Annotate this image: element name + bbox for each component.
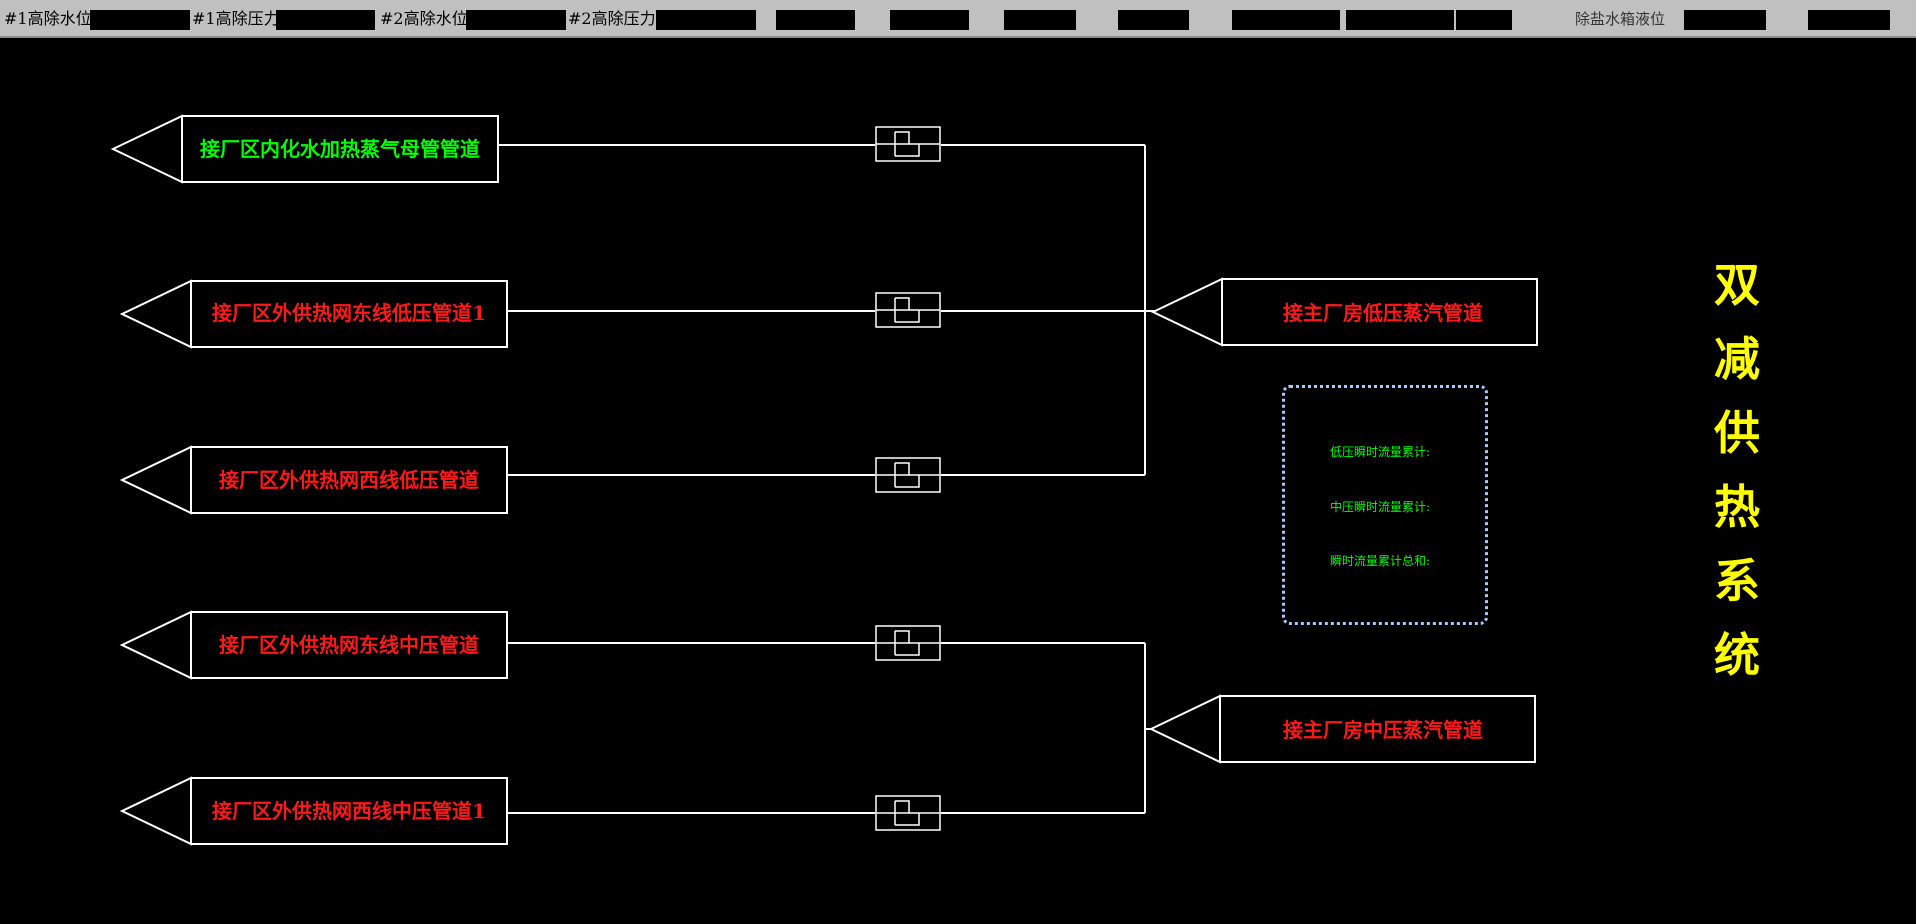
- system-title: 双 减 供 热 系 统: [1712, 248, 1762, 692]
- pipe-2-box: [190, 280, 508, 348]
- main-mid-label: 接主厂房中压蒸汽管道: [1283, 718, 1483, 742]
- pipe-1-box: [181, 115, 499, 183]
- valve-4: [875, 625, 941, 661]
- pipe-2-arrow: [119, 279, 192, 349]
- flow-totals-panel: 低压瞬时流量累计: 中压瞬时流量累计: 瞬时流量累计总和:: [1282, 385, 1488, 625]
- field-blank-5[interactable]: [1232, 10, 1340, 30]
- field-1-deaerator-pressure[interactable]: [276, 10, 375, 30]
- title-char: 供: [1714, 406, 1760, 460]
- main-low-arrow: [1150, 277, 1223, 347]
- field-blank-3[interactable]: [1004, 10, 1076, 30]
- main-mid-arrow: [1148, 694, 1221, 764]
- field-blank-6[interactable]: [1346, 10, 1454, 30]
- main-low-box: [1221, 278, 1538, 346]
- flow-sum-total-label: 瞬时流量累计总和:: [1330, 554, 1431, 568]
- mid-pressure-flow-total-label: 中压瞬时流量累计:: [1330, 500, 1431, 514]
- title-char: 双: [1714, 258, 1760, 312]
- title-char: 热: [1714, 480, 1760, 534]
- valve-3: [875, 457, 941, 493]
- title-char: 统: [1714, 628, 1760, 682]
- pipe-5-label: 接厂区外供热网西线中压管道1: [212, 799, 486, 823]
- field-blank-7[interactable]: [1456, 10, 1512, 30]
- pipe-1-arrow: [110, 114, 183, 184]
- label-demin-tank-level: 除盐水箱液位: [1575, 10, 1666, 28]
- pipe-4-label: 接厂区外供热网东线中压管道: [219, 633, 479, 657]
- top-status-bar: #1高除水位 #1高除压力 #2高除水位 #2高除压力 除盐水箱液位: [0, 0, 1916, 38]
- label-1-deaerator-pressure: #1高除压力: [192, 9, 280, 28]
- field-blank-4[interactable]: [1118, 10, 1189, 30]
- valve-5: [875, 795, 941, 831]
- field-blank-8[interactable]: [1808, 10, 1890, 30]
- pipe-2-label: 接厂区外供热网东线低压管道1: [212, 301, 486, 325]
- low-pressure-flow-total-label: 低压瞬时流量累计:: [1330, 445, 1431, 459]
- valve-1: [875, 126, 941, 162]
- pipe-1-label: 接厂区内化水加热蒸气母管管道: [200, 137, 480, 161]
- pipe-3-box: [190, 446, 508, 514]
- pipe-4-arrow: [119, 610, 192, 680]
- label-2-deaerator-pressure: #2高除压力: [568, 9, 656, 28]
- field-demin-tank-level[interactable]: [1684, 10, 1766, 30]
- field-2-deaerator-pressure[interactable]: [656, 10, 756, 30]
- pipe-3-label: 接厂区外供热网西线低压管道: [219, 468, 479, 492]
- field-blank-1[interactable]: [776, 10, 855, 30]
- main-low-label: 接主厂房低压蒸汽管道: [1283, 301, 1483, 325]
- pipe-5-box: [190, 777, 508, 845]
- pipe-3-arrow: [119, 445, 192, 515]
- pipe-4-box: [190, 611, 508, 679]
- pipe-5-arrow: [119, 776, 192, 846]
- field-blank-2[interactable]: [890, 10, 969, 30]
- title-char: 系: [1714, 554, 1760, 608]
- label-2-deaerator-water-level: #2高除水位: [380, 9, 468, 28]
- main-mid-box: [1219, 695, 1536, 763]
- field-2-deaerator-water-level[interactable]: [466, 10, 566, 30]
- field-1-deaerator-water-level[interactable]: [90, 10, 190, 30]
- label-1-deaerator-water-level: #1高除水位: [4, 9, 92, 28]
- title-char: 减: [1714, 332, 1760, 386]
- valve-2: [875, 292, 941, 328]
